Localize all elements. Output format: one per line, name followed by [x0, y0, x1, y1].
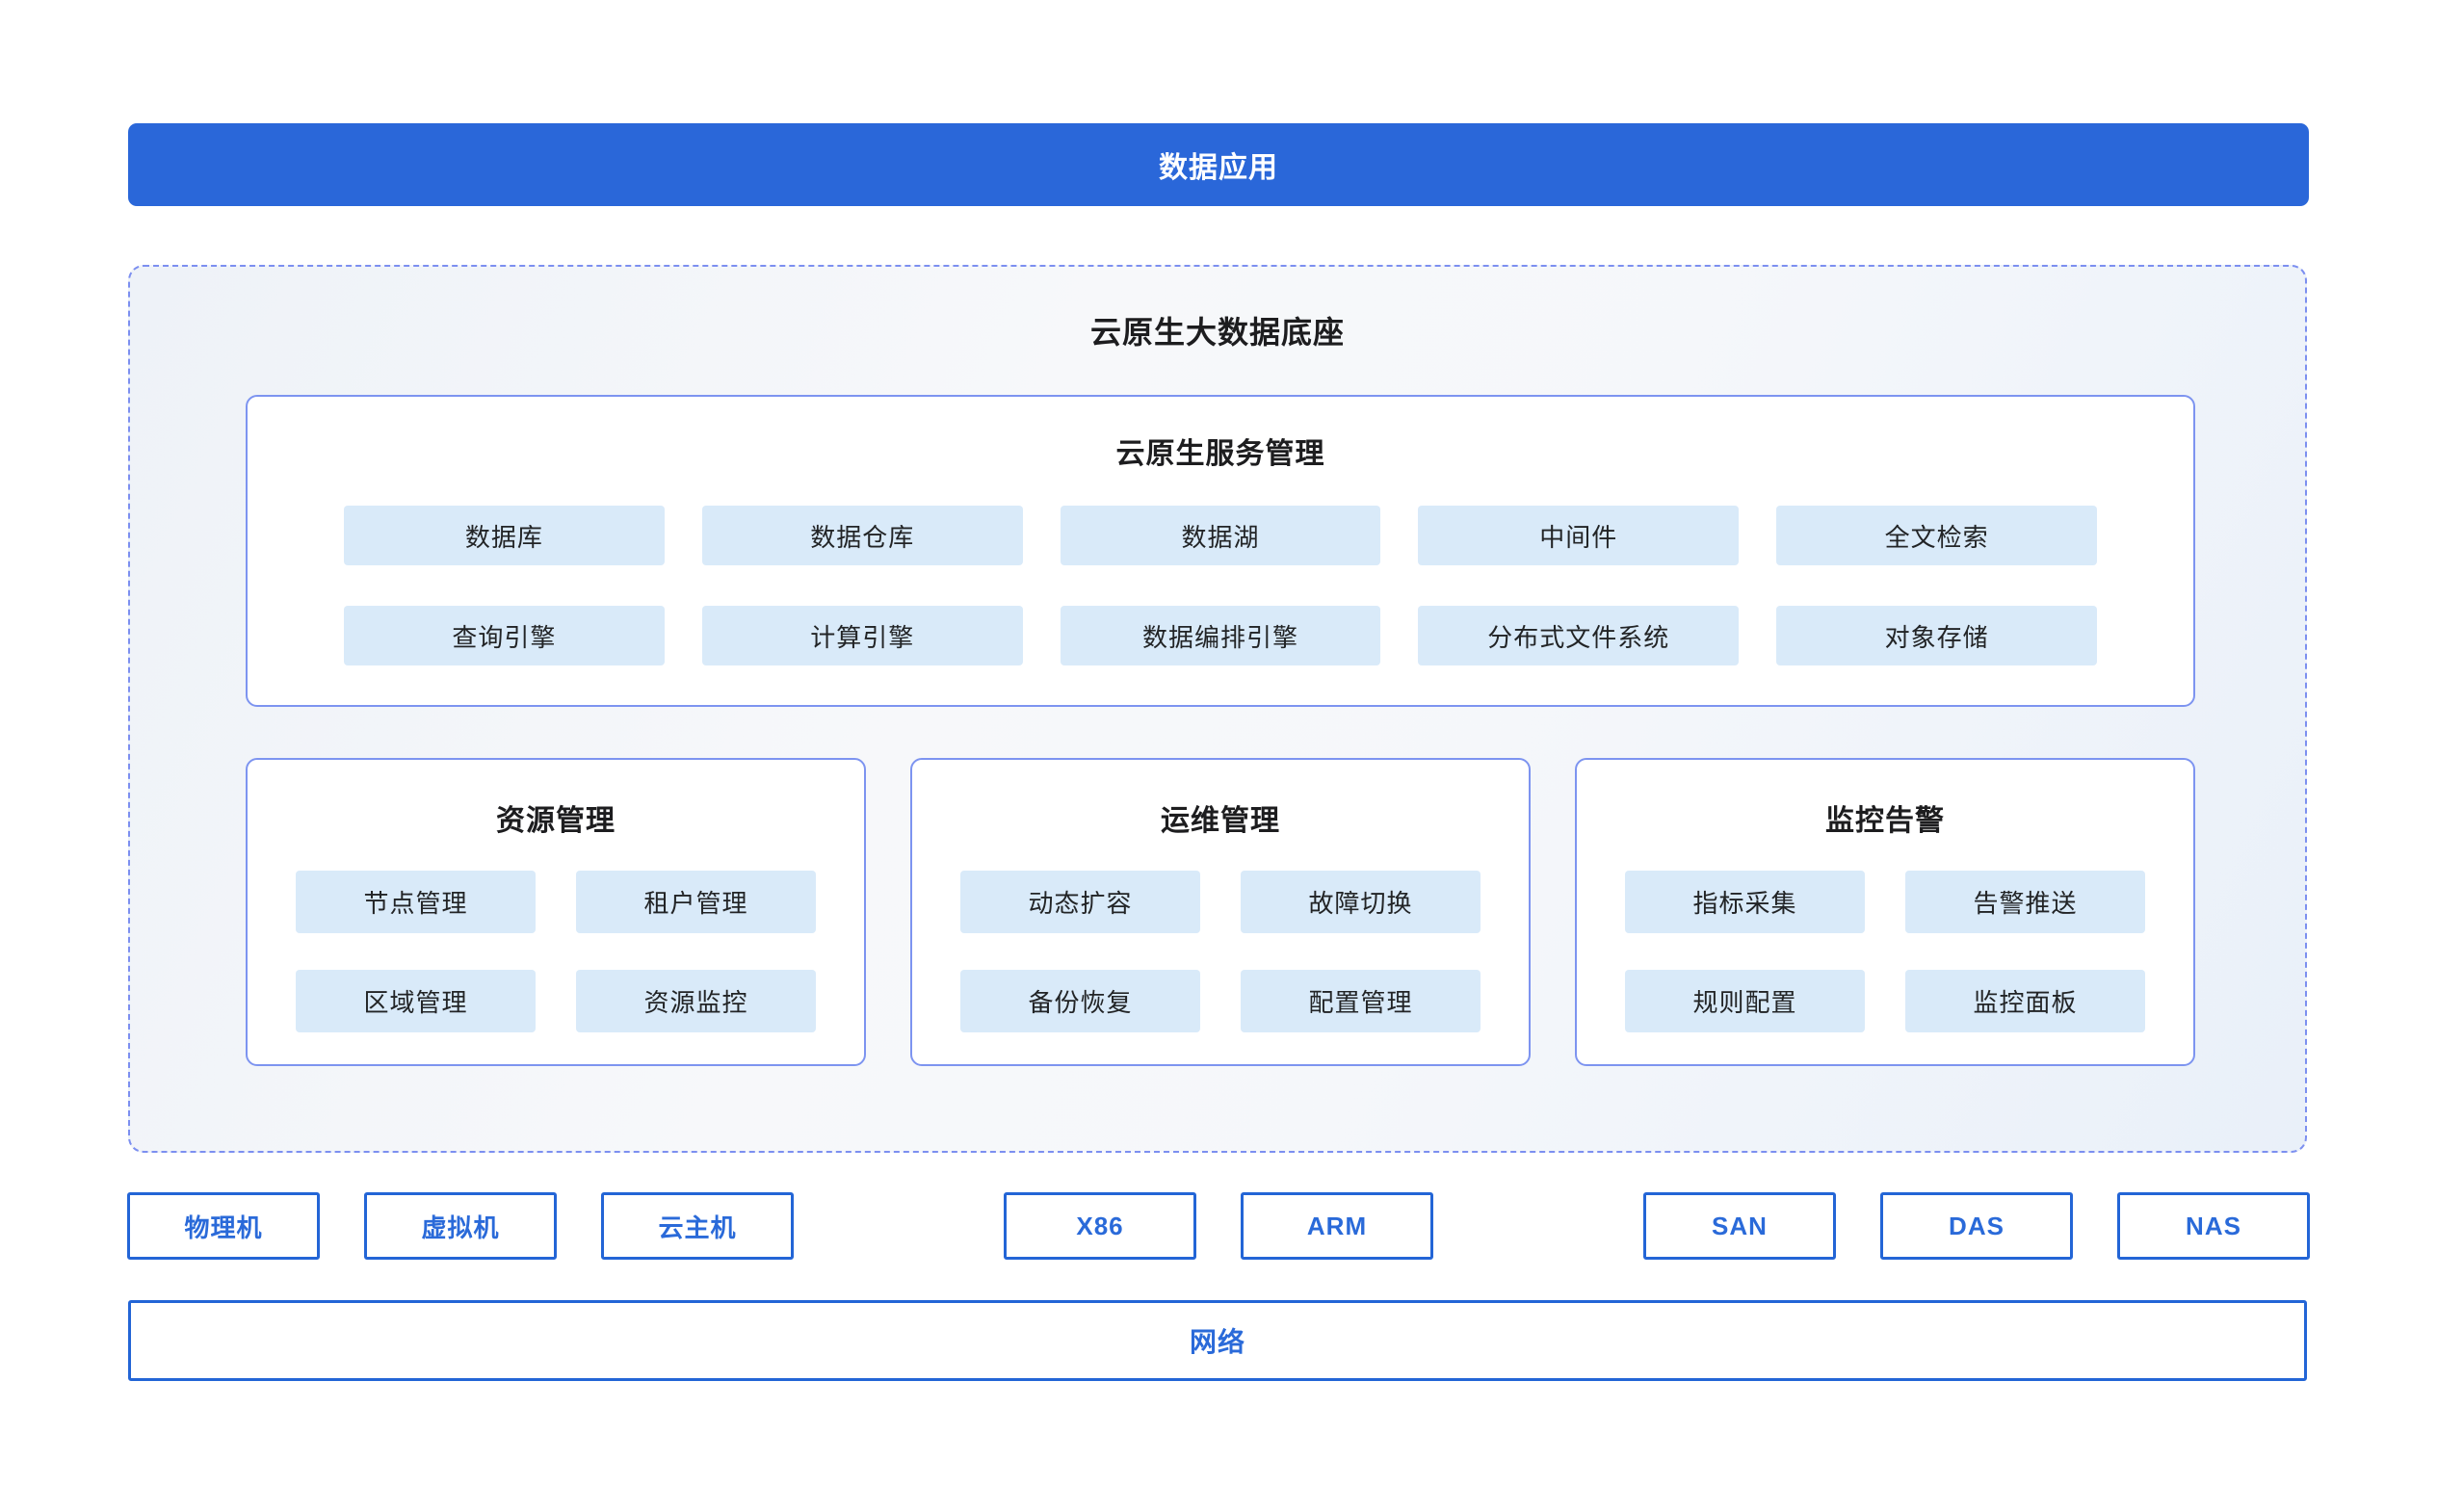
chip-region-management: 区域管理	[296, 970, 536, 1032]
chip-resource-monitoring: 资源监控	[576, 970, 816, 1032]
platform-title: 云原生大数据底座	[1089, 315, 1345, 350]
infra-box-san: SAN	[1643, 1192, 1836, 1260]
service-chip-data-orchestration-engine: 数据编排引擎	[1060, 606, 1381, 665]
infra-box-physical-machine: 物理机	[127, 1192, 320, 1260]
infra-group-compute: 物理机 虚拟机 云主机	[127, 1192, 794, 1260]
chip-metric-collection: 指标采集	[1625, 871, 1865, 933]
service-chip-middleware: 中间件	[1418, 506, 1740, 565]
chip-failover: 故障切换	[1241, 871, 1481, 933]
data-application-bar: 数据应用	[128, 123, 2309, 206]
service-chip-row-1: 数据库 数据仓库 数据湖 中间件 全文检索	[248, 506, 2193, 565]
infrastructure-row: 物理机 虚拟机 云主机 X86 ARM SAN DAS NAS	[127, 1192, 2310, 1260]
service-management-box: 云原生服务管理 数据库 数据仓库 数据湖 中间件 全文检索 查询引擎 计算引擎 …	[246, 395, 2195, 707]
service-chip-compute-engine: 计算引擎	[701, 606, 1023, 665]
infra-group-architecture: X86 ARM	[1004, 1192, 1433, 1260]
service-chip-query-engine: 查询引擎	[344, 606, 665, 665]
panel-monitoring-alerts-grid: 指标采集 告警推送 规则配置 监控面板	[1625, 871, 2145, 1032]
chip-tenant-management: 租户管理	[576, 871, 816, 933]
chip-monitoring-dashboard: 监控面板	[1905, 970, 2145, 1032]
chip-configuration-management: 配置管理	[1241, 970, 1481, 1032]
panel-operations-management-grid: 动态扩容 故障切换 备份恢复 配置管理	[960, 871, 1481, 1032]
service-chip-distributed-file-system: 分布式文件系统	[1418, 606, 1740, 665]
service-chip-object-storage: 对象存储	[1776, 606, 2097, 665]
chip-dynamic-scaling: 动态扩容	[960, 871, 1200, 933]
management-panels-row: 资源管理 节点管理 租户管理 区域管理 资源监控 运维管理 动态扩容 故障切换 …	[246, 758, 2195, 1066]
infra-box-das: DAS	[1880, 1192, 2073, 1260]
chip-rule-configuration: 规则配置	[1625, 970, 1865, 1032]
service-chip-data-warehouse: 数据仓库	[701, 506, 1023, 565]
panel-resource-management: 资源管理 节点管理 租户管理 区域管理 资源监控	[246, 758, 866, 1066]
service-chip-row-2: 查询引擎 计算引擎 数据编排引擎 分布式文件系统 对象存储	[248, 606, 2193, 665]
panel-operations-management: 运维管理 动态扩容 故障切换 备份恢复 配置管理	[910, 758, 1531, 1066]
infra-group-storage: SAN DAS NAS	[1643, 1192, 2310, 1260]
panel-resource-management-title: 资源管理	[496, 805, 616, 837]
panel-operations-management-title: 运维管理	[1161, 805, 1280, 837]
chip-alert-push: 告警推送	[1905, 871, 2145, 933]
chip-backup-recovery: 备份恢复	[960, 970, 1200, 1032]
infra-box-cloud-host: 云主机	[601, 1192, 794, 1260]
platform-container: 云原生大数据底座 云原生服务管理 数据库 数据仓库 数据湖 中间件 全文检索 查…	[128, 265, 2307, 1153]
service-chip-database: 数据库	[344, 506, 665, 565]
chip-node-management: 节点管理	[296, 871, 536, 933]
panel-monitoring-alerts: 监控告警 指标采集 告警推送 规则配置 监控面板	[1575, 758, 2195, 1066]
service-management-title: 云原生服务管理	[1115, 438, 1325, 470]
network-bar: 网络	[128, 1300, 2307, 1381]
infra-box-nas: NAS	[2117, 1192, 2310, 1260]
panel-monitoring-alerts-title: 监控告警	[1825, 805, 1945, 837]
service-chip-data-lake: 数据湖	[1060, 506, 1381, 565]
infra-box-virtual-machine: 虚拟机	[364, 1192, 557, 1260]
service-chip-fulltext-search: 全文检索	[1776, 506, 2097, 565]
panel-resource-management-grid: 节点管理 租户管理 区域管理 资源监控	[296, 871, 816, 1032]
infra-box-arm: ARM	[1241, 1192, 1433, 1260]
infra-box-x86: X86	[1004, 1192, 1196, 1260]
